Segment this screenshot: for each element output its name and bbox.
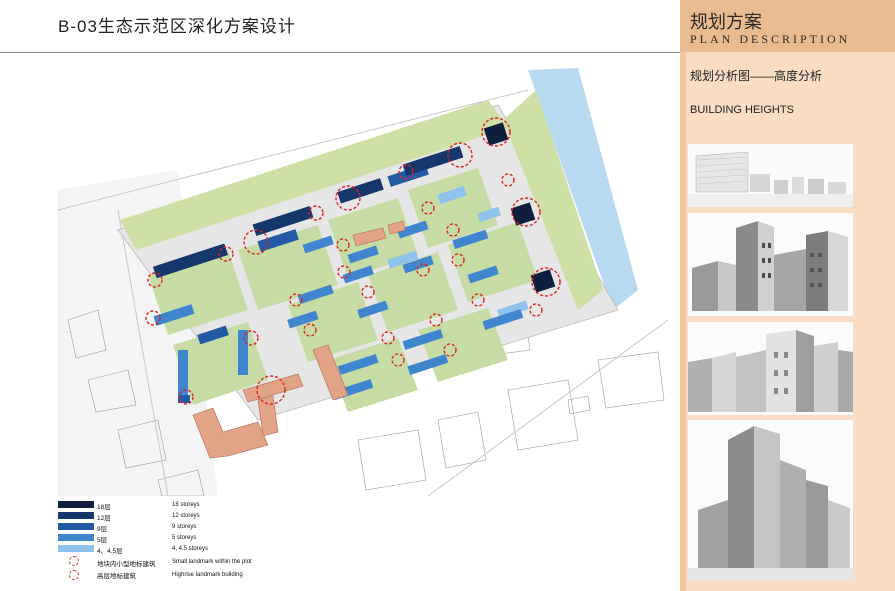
panel-title-cn: 规划方案 bbox=[690, 12, 762, 32]
height-rendering-4 bbox=[688, 420, 853, 580]
legend-label-cn: 12层 bbox=[97, 515, 111, 522]
legend-label-cn: 高层地标建筑 bbox=[97, 573, 136, 580]
panel-accent-strip bbox=[680, 52, 686, 591]
legend-label-cn: 9层 bbox=[97, 526, 108, 533]
height-rendering-2 bbox=[688, 213, 853, 316]
legend-label-en: 18 storeys bbox=[172, 502, 200, 508]
legend-swatch-18 bbox=[58, 501, 94, 508]
panel-header: 规划方案 PLAN DESCRIPTION bbox=[680, 0, 895, 52]
legend-label-en: 4, 4.5 storeys bbox=[172, 546, 209, 552]
panel-title-en: PLAN DESCRIPTION bbox=[690, 32, 851, 46]
page-title: B-03生态示范区深化方案设计 bbox=[58, 17, 296, 36]
legend-label-cn: 地块内小型地标建筑 bbox=[97, 561, 156, 568]
panel-subtitle-en: BUILDING HEIGHTS bbox=[690, 104, 794, 116]
legend-label-en: 12 storeys bbox=[172, 513, 200, 519]
page-header: B-03生态示范区深化方案设计 bbox=[0, 0, 680, 53]
legend-swatch-12 bbox=[58, 512, 94, 519]
legend-label-cn: 5层 bbox=[97, 537, 108, 544]
legend-label-cn: 18层 bbox=[97, 504, 111, 511]
small-landmark-icon bbox=[69, 556, 79, 566]
height-rendering-3 bbox=[688, 322, 853, 415]
highrise-landmark-icon bbox=[69, 570, 79, 580]
site-plan-map bbox=[58, 60, 668, 496]
legend-label-cn: 4、4.5层 bbox=[97, 548, 123, 555]
legend-swatch-9 bbox=[58, 523, 94, 530]
legend-swatch-5 bbox=[58, 534, 94, 541]
legend-swatch-4 bbox=[58, 545, 94, 552]
legend-label-en: Highrise landmark building bbox=[172, 572, 243, 578]
height-rendering-1 bbox=[688, 144, 853, 207]
legend-label-en: 9 storeys bbox=[172, 524, 197, 530]
legend-label-en: Small landmark within the plot bbox=[172, 559, 252, 565]
legend-label-en: 5 storeys bbox=[172, 535, 197, 541]
panel-subtitle-cn: 规划分析图——高度分析 bbox=[690, 69, 823, 83]
